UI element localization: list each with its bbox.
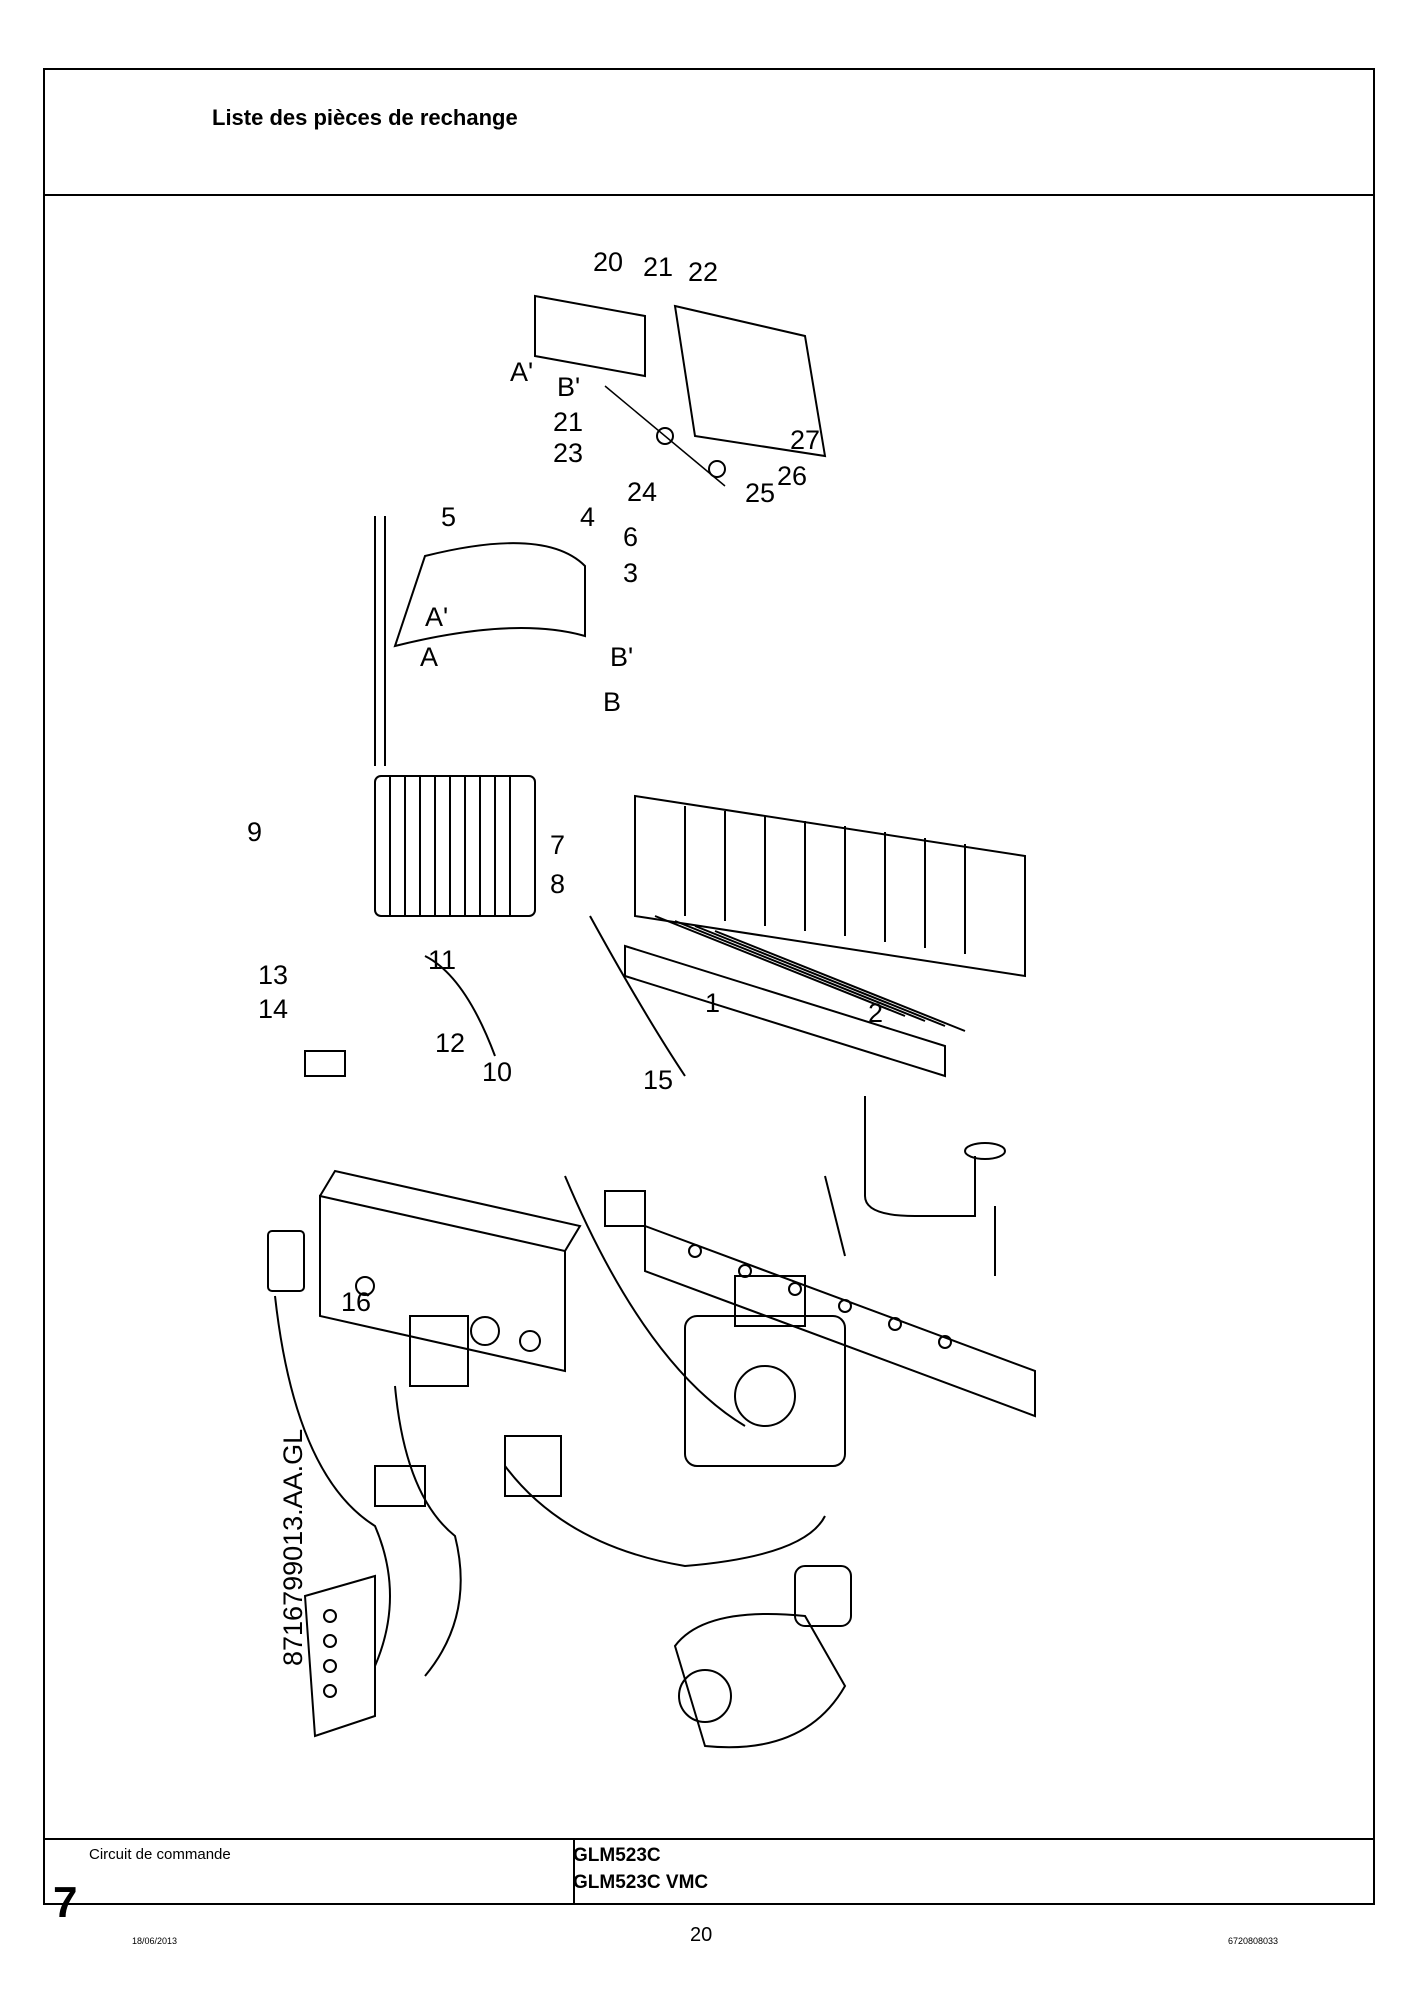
model-name-2: GLM523C VMC [573, 1872, 709, 1893]
callout-label: 6 [623, 522, 638, 552]
header-divider [45, 194, 1373, 196]
callout-label: 24 [627, 477, 657, 507]
callout-label: 25 [745, 478, 775, 508]
page-title: Liste des pièces de rechange [212, 105, 518, 130]
document-code: 6720808033 [1228, 1936, 1279, 1946]
print-date: 18/06/2013 [132, 1936, 178, 1946]
parts-diagram-svg: 20 21 22 A' B' 21 23 24 27 26 25 5 4 6 3… [247, 247, 1036, 1749]
callout-label: 13 [258, 960, 288, 990]
callout-label: B [603, 687, 621, 717]
callout-label: A [420, 642, 438, 672]
callout-label: 27 [790, 425, 820, 455]
callout-label: 26 [777, 461, 807, 491]
callout-label: 16 [341, 1287, 371, 1317]
callout-label: 2 [868, 998, 883, 1028]
callout-label: 1 [705, 988, 720, 1018]
callout-label: 23 [553, 438, 583, 468]
section-label: Circuit de commande [89, 1846, 231, 1863]
callout-label: 9 [247, 817, 262, 847]
drawing-reference: 8716799013.AA.GL [278, 1429, 308, 1666]
footer-box-separator [573, 1838, 575, 1905]
callout-label: 14 [258, 994, 288, 1024]
section-number: 7 [53, 1878, 78, 1927]
callout-label: B' [557, 372, 580, 402]
callout-label: B' [610, 642, 633, 672]
callout-label: 15 [643, 1065, 673, 1095]
callout-label: 20 [593, 247, 623, 277]
section-box: Circuit de commande 7 [45, 1838, 573, 1927]
callout-label: 21 [643, 252, 673, 282]
callout-label: 4 [580, 502, 595, 532]
callout-label: 10 [482, 1057, 512, 1087]
page-frame: Liste des pièces de rechange [43, 68, 1375, 1927]
exploded-parts-drawing: 20 21 22 A' B' 21 23 24 27 26 25 5 4 6 3… [45, 196, 1373, 1838]
page-number: 20 [690, 1924, 713, 1946]
callout-label: 11 [428, 945, 456, 975]
model-name-1: GLM523C [573, 1845, 661, 1866]
callout-label: 12 [435, 1028, 465, 1058]
callout-label: 21 [553, 407, 583, 437]
callout-label: 8 [550, 869, 565, 899]
callout-label: A' [425, 602, 448, 632]
footer-box-divider [45, 1838, 1373, 1840]
callout-label: 5 [441, 502, 456, 532]
callout-label: 7 [550, 830, 565, 860]
callout-label: 3 [623, 558, 638, 588]
callout-label: 22 [688, 257, 718, 287]
callout-label: A' [510, 357, 533, 387]
